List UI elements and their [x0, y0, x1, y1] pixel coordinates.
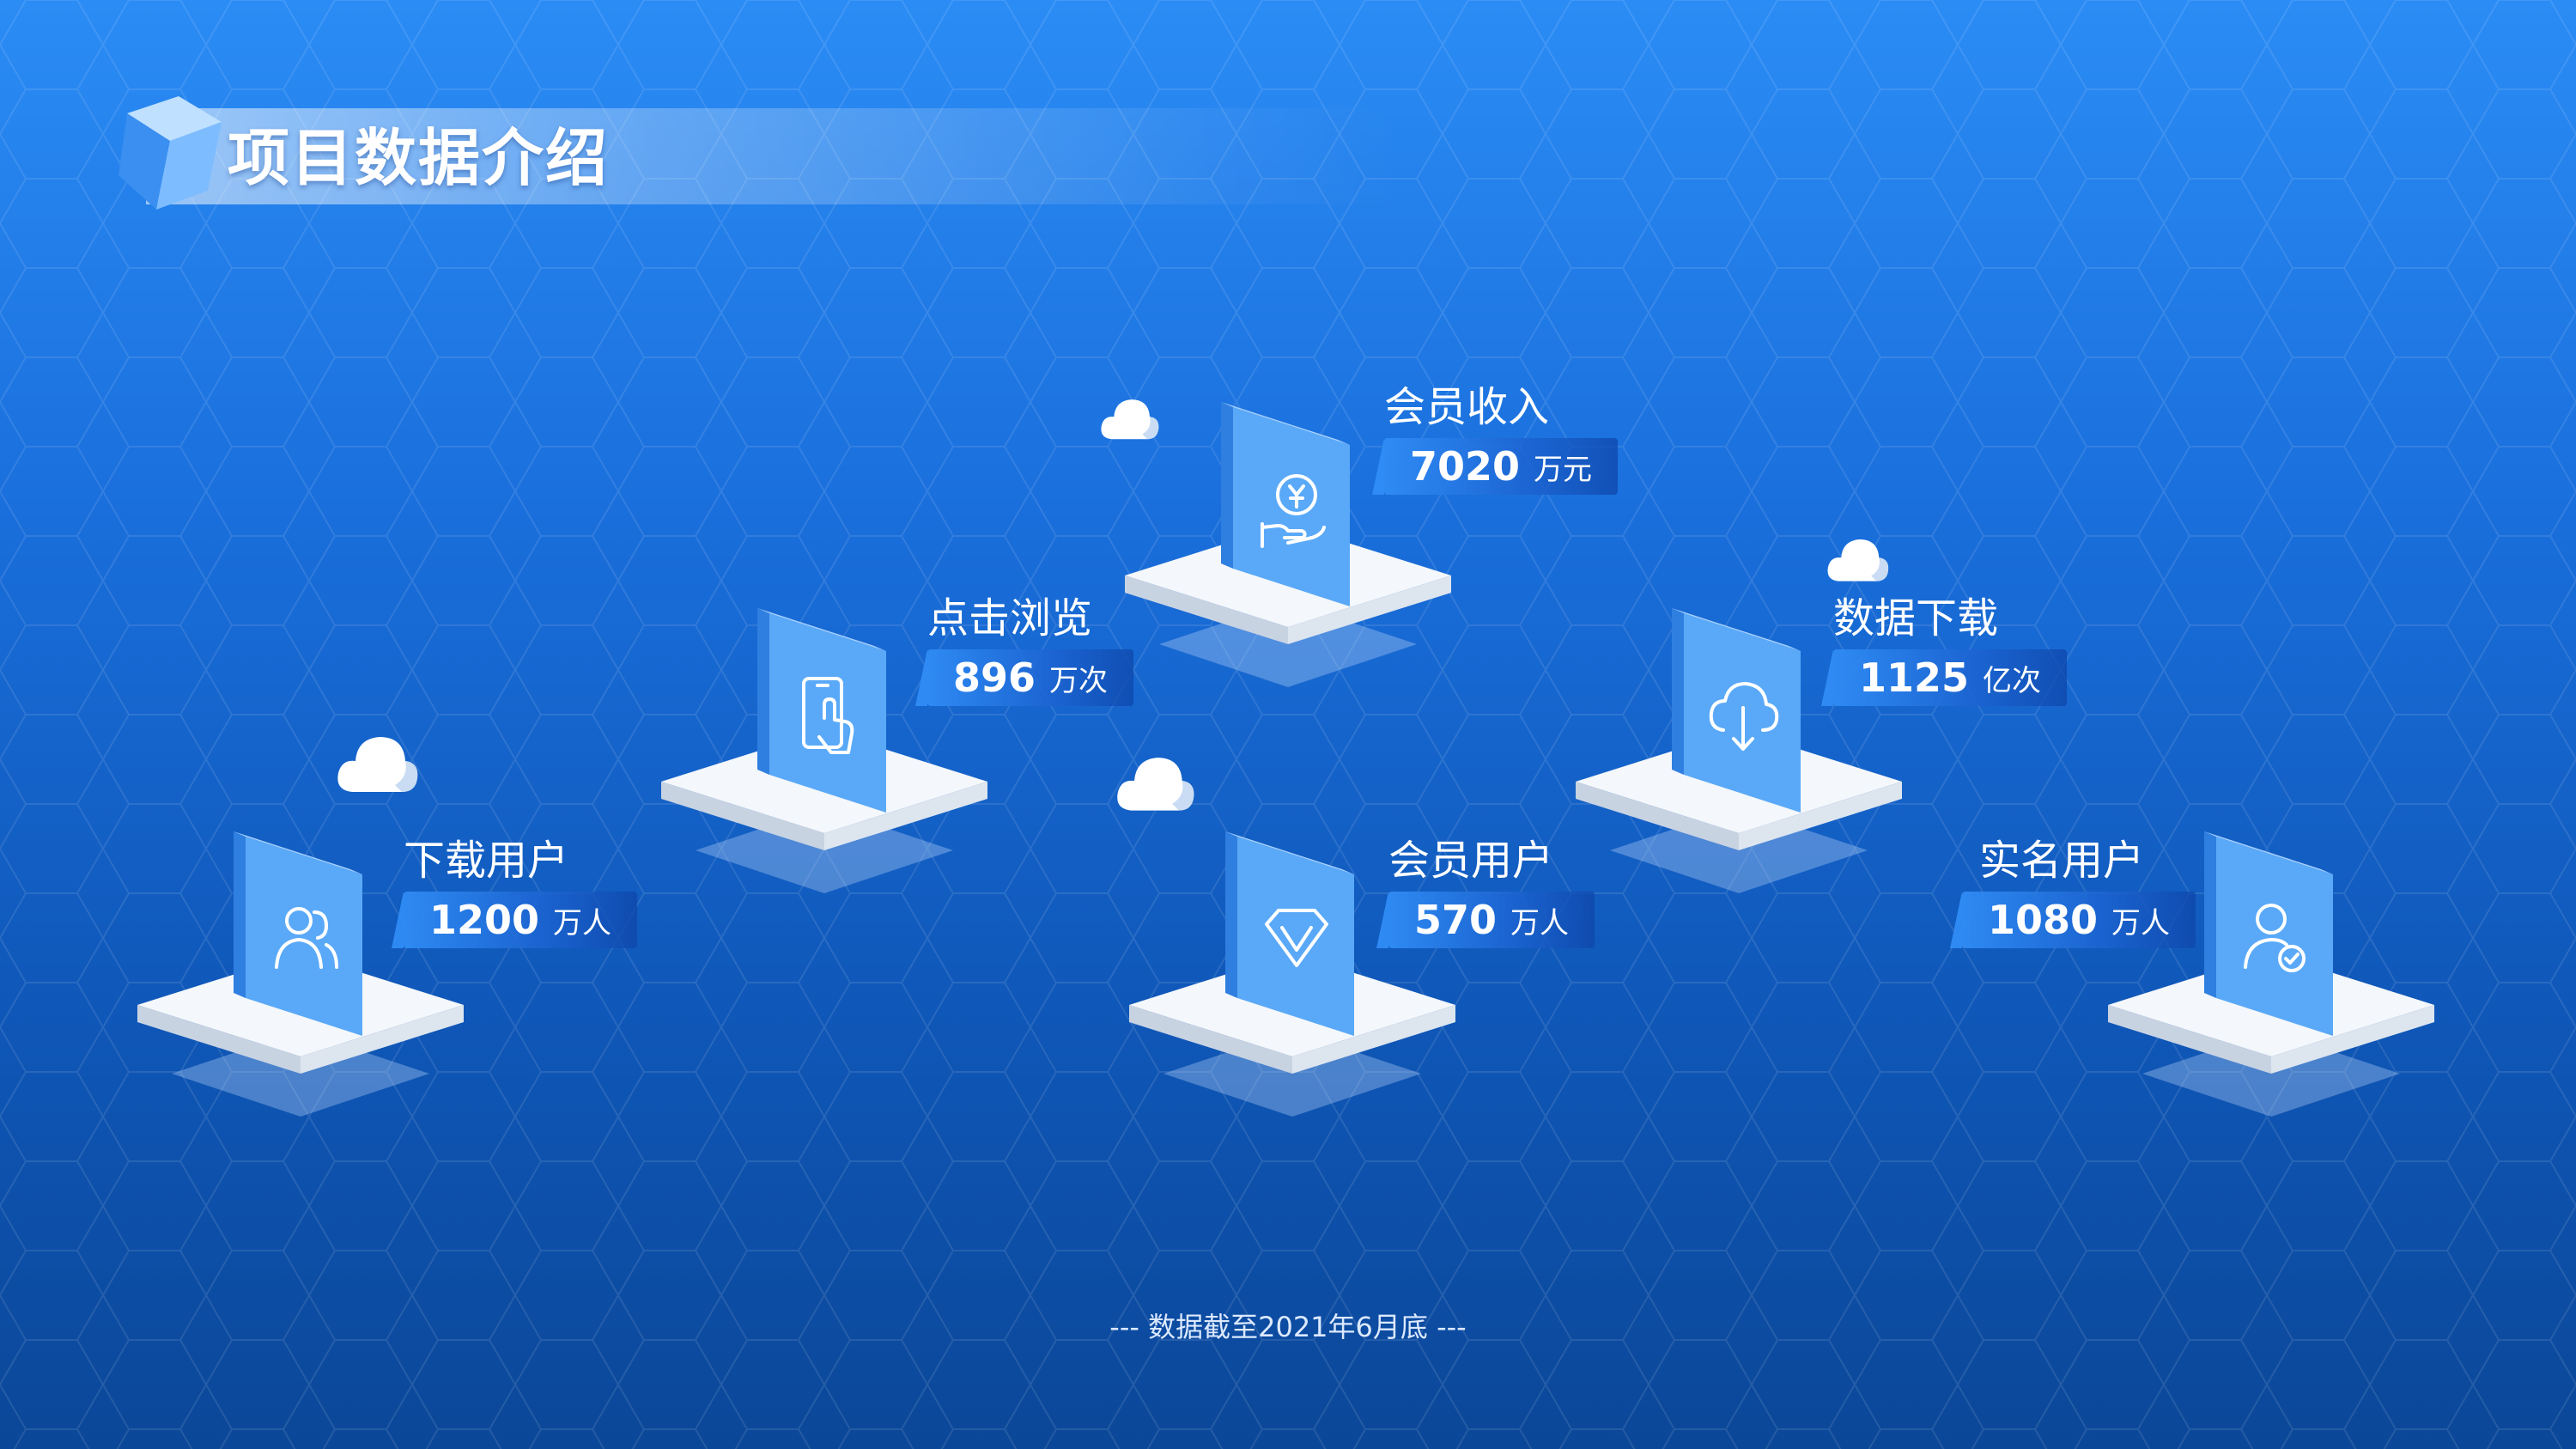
stat-label-member-users: 会员用户 570 万人 [1376, 835, 1595, 948]
stat-value: 570 [1414, 897, 1498, 943]
cloud-icon [337, 737, 418, 792]
isometric-platform [2108, 831, 2434, 1117]
isometric-platform [1125, 402, 1451, 687]
isometric-platform [661, 608, 987, 893]
phone-tap-icon [802, 677, 854, 754]
stat-tile-verified-users [2108, 825, 2434, 1117]
cube-icon [118, 96, 222, 210]
stat-value-pill: 1080 万人 [1949, 892, 2196, 948]
stat-label-member-revenue: 会员收入 7020 万元 [1371, 381, 1619, 495]
stat-title: 点击浏览 [927, 594, 1093, 642]
stat-title: 会员用户 [1388, 837, 1554, 885]
stat-unit: 万次 [1049, 663, 1109, 698]
stat-title: 数据下载 [1833, 594, 1999, 642]
stat-value: 1200 [429, 897, 540, 943]
title-banner [146, 108, 1400, 204]
cloud-icon [1117, 758, 1194, 811]
stat-tile-member-revenue [1125, 395, 1451, 687]
stat-unit: 万人 [2111, 905, 2171, 941]
stat-unit: 万人 [1510, 905, 1570, 941]
cloud-download-icon [1709, 682, 1779, 751]
user-verified-icon [2244, 904, 2306, 972]
stat-value-pill: 570 万人 [1376, 892, 1595, 948]
cloud-icon [1101, 399, 1159, 440]
stat-value: 7020 [1410, 443, 1521, 490]
isometric-platform [1129, 831, 1455, 1117]
stat-value-pill: 1200 万人 [391, 892, 638, 948]
stat-label-click-browse: 点击浏览 896 万次 [914, 593, 1134, 706]
stat-label-data-download: 数据下载 1125 亿次 [1820, 593, 2068, 706]
users-icon [275, 907, 338, 969]
stat-tile-click-browse [661, 601, 987, 893]
stat-value: 1080 [1988, 897, 2099, 943]
stat-value-pill: 7020 万元 [1371, 438, 1619, 495]
stat-title: 会员收入 [1384, 383, 1550, 431]
stat-title: 下载用户 [404, 837, 569, 885]
cloud-icon [1827, 539, 1889, 581]
stat-title: 实名用户 [1979, 837, 2145, 885]
stat-value-pill: 1125 亿次 [1820, 649, 2068, 706]
page-title: 项目数据介绍 [228, 122, 610, 194]
stat-value: 1125 [1859, 654, 1970, 701]
stat-label-verified-users: 实名用户 1080 万人 [1949, 835, 2196, 948]
stat-value: 896 [953, 654, 1036, 701]
stat-tile-member-users [1129, 825, 1455, 1117]
stat-tile-data-download [1576, 601, 1902, 893]
stat-unit: 万人 [553, 905, 612, 941]
isometric-platform [1576, 608, 1902, 893]
isometric-platform [137, 831, 464, 1117]
yen-hand-icon [1261, 474, 1326, 548]
data-date-note: --- 数据截至2021年6月底 --- [1109, 1311, 1467, 1343]
stat-unit: 万元 [1534, 452, 1593, 487]
stat-tile-download-users [137, 825, 464, 1117]
stat-label-download-users: 下载用户 1200 万人 [391, 835, 638, 948]
stat-unit: 亿次 [1983, 663, 2042, 698]
stat-value-pill: 896 万次 [914, 649, 1134, 706]
diamond-v-icon [1265, 909, 1328, 967]
